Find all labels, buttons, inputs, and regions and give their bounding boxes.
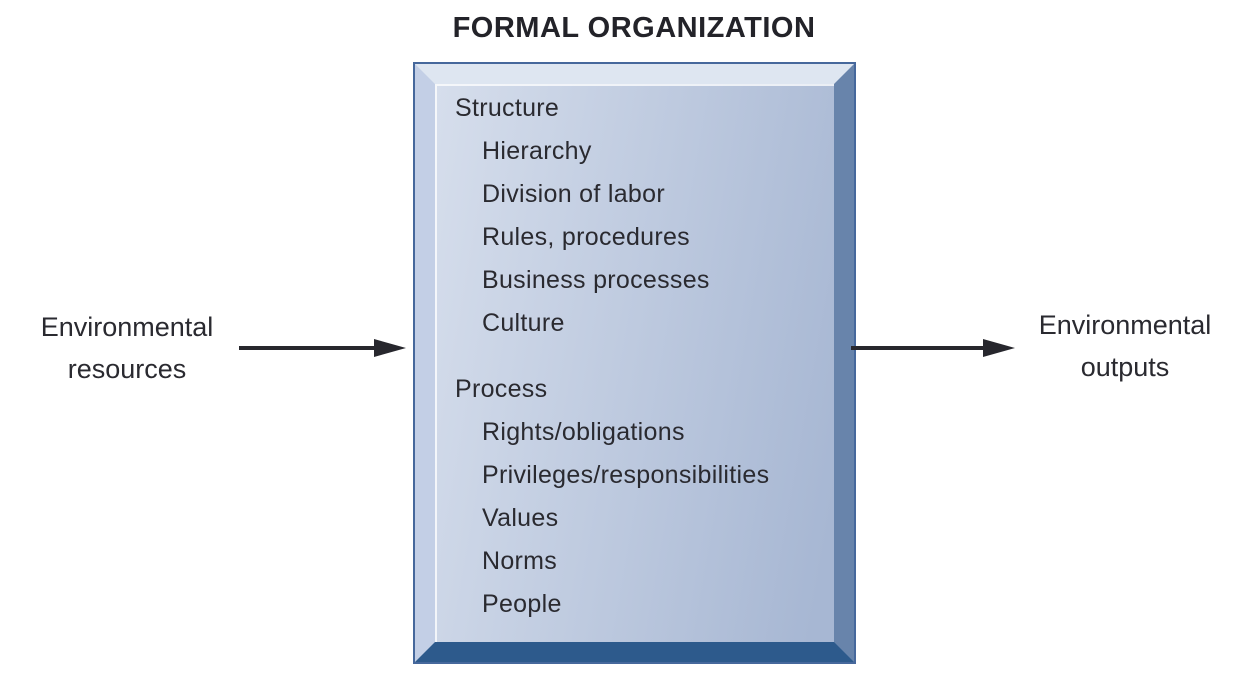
box-bevel xyxy=(415,64,854,662)
list-item: Hierarchy xyxy=(482,137,592,165)
input-label: Environmental resources xyxy=(12,306,242,390)
list-item: Norms xyxy=(482,547,558,575)
list-item: Business processes xyxy=(482,266,710,294)
list-item: Culture xyxy=(482,309,565,337)
list-item: Division of labor xyxy=(482,180,665,208)
input-label-line1: Environmental xyxy=(40,312,214,342)
group-structure-items: Hierarchy Division of labor Rules, proce… xyxy=(455,130,828,345)
diagram-title: FORMAL ORGANIZATION xyxy=(452,12,816,44)
group-structure: Structure Hierarchy Division of labor Ru… xyxy=(455,87,828,345)
group-structure-heading: Structure xyxy=(455,94,560,122)
formal-organization-box: Structure Hierarchy Division of labor Ru… xyxy=(413,62,856,664)
list-item: People xyxy=(482,590,562,618)
arrow-right-icon xyxy=(851,339,1015,357)
box-panel: Structure Hierarchy Division of labor Ru… xyxy=(435,84,834,642)
output-label: Environmental outputs xyxy=(1018,304,1232,388)
list-item: Privileges/responsibilities xyxy=(482,461,770,489)
arrow-right-icon xyxy=(239,339,406,357)
input-label-line2: resources xyxy=(67,354,187,384)
group-process: Process Rights/obligations Privileges/re… xyxy=(455,368,828,626)
list-item: Rights/obligations xyxy=(482,418,685,446)
group-process-heading: Process xyxy=(455,375,548,403)
output-label-line1: Environmental xyxy=(1038,310,1212,340)
output-label-line2: outputs xyxy=(1080,352,1170,382)
list-item: Rules, procedures xyxy=(482,223,690,251)
list-item: Values xyxy=(482,504,559,532)
group-process-items: Rights/obligations Privileges/responsibi… xyxy=(455,411,828,626)
